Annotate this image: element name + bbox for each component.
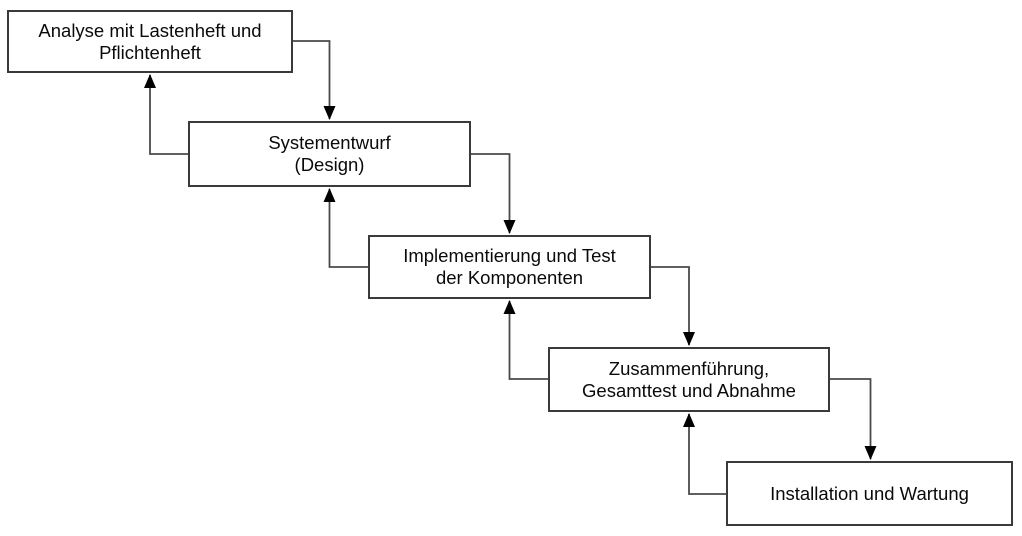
forward-arrow-3 bbox=[651, 266, 695, 346]
stage-box-installation: Installation und Wartung bbox=[726, 461, 1013, 526]
stage-label-line: Analyse mit Lastenheft und bbox=[38, 19, 262, 41]
stage-label-line: Pflichtenheft bbox=[99, 41, 201, 63]
feedback-arrow-2 bbox=[323, 188, 368, 268]
stage-box-systementwurf: Systementwurf (Design) bbox=[188, 121, 471, 187]
stage-box-zusammenfuehrung: Zusammenführung, Gesamttest und Abnahme bbox=[548, 347, 830, 412]
forward-arrow-4 bbox=[830, 378, 877, 460]
stage-label-line: Implementierung und Test bbox=[403, 245, 616, 266]
stage-box-analyse: Analyse mit Lastenheft und Pflichtenheft bbox=[7, 10, 293, 73]
feedback-arrow-1 bbox=[144, 74, 188, 155]
feedback-arrow-3 bbox=[503, 300, 548, 380]
forward-arrow-2 bbox=[471, 153, 516, 234]
stage-label-line: der Komponenten bbox=[435, 267, 584, 288]
stage-label-line: (Design) bbox=[294, 154, 365, 175]
stage-label-line: Systementwurf bbox=[268, 132, 391, 153]
feedback-arrow-4 bbox=[683, 413, 726, 495]
stage-label-line: Gesamttest und Abnahme bbox=[582, 379, 796, 401]
stage-label-line: Zusammenführung, bbox=[608, 357, 770, 379]
forward-arrow-1 bbox=[293, 40, 336, 120]
stage-label-line: Installation und Wartung bbox=[770, 482, 969, 504]
stage-box-implementierung: Implementierung und Test der Komponenten bbox=[368, 235, 651, 299]
